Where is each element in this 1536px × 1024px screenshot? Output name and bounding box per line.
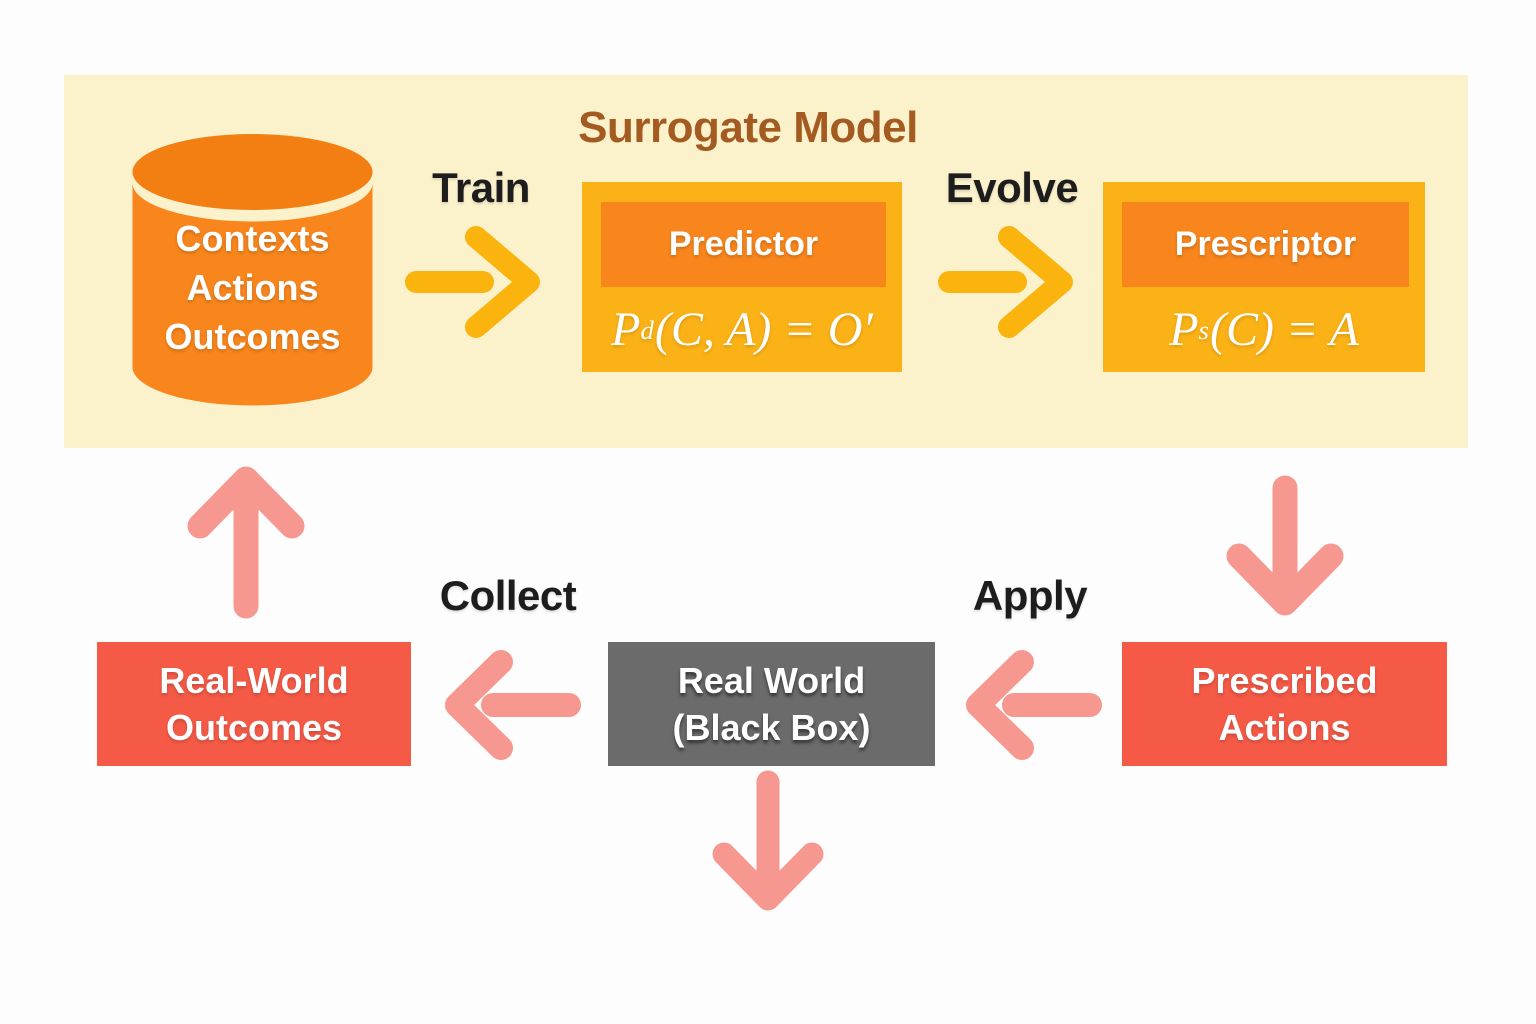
real-world-outcomes-line2: Outcomes	[165, 707, 343, 748]
database-label: Contexts Actions Outcomes	[131, 214, 374, 361]
prescribe-down-arrow-icon	[1226, 475, 1344, 616]
prescribed-actions-line2: Actions	[1218, 707, 1351, 748]
real-world-outcomes-box: Real-World Outcomes	[97, 642, 411, 766]
real-world-box: Real World (Black Box)	[608, 642, 935, 766]
predictor-title: Predictor	[601, 202, 886, 287]
real-world-line1: Real World	[677, 660, 866, 701]
prescriptor-formula-rest: (C) = A	[1209, 303, 1359, 356]
real-world-line2: (Black Box)	[672, 707, 871, 748]
predictor-formula-base: P	[611, 303, 641, 356]
evolve-label: Evolve	[945, 164, 1079, 211]
database-line-outcomes: Outcomes	[164, 316, 341, 357]
database-line-actions: Actions	[186, 267, 319, 308]
train-arrow-icon	[405, 226, 540, 338]
predictor-formula-rest: (C, A) = O′	[654, 303, 873, 356]
prescribed-actions-line1: Prescribed	[1191, 660, 1378, 701]
prescribed-actions-box: Prescribed Actions	[1122, 642, 1447, 766]
real-world-outcomes-line1: Real-World	[159, 660, 349, 701]
real-world-down-arrow-icon	[712, 770, 824, 911]
apply-left-arrow-icon	[966, 650, 1102, 760]
prescriptor-title: Prescriptor	[1122, 202, 1409, 287]
database-icon	[132, 134, 373, 406]
collect-label: Collect	[439, 572, 577, 619]
prescriptor-formula-base: P	[1169, 303, 1199, 356]
collect-up-arrow-icon	[187, 466, 305, 619]
evolve-arrow-icon	[938, 226, 1073, 338]
training-data-database: Contexts Actions Outcomes	[131, 134, 374, 408]
apply-label: Apply	[972, 572, 1088, 619]
collect-left-arrow-icon	[445, 650, 581, 760]
train-label: Train	[432, 164, 530, 211]
surrogate-model-title: Surrogate Model	[578, 103, 918, 152]
database-line-contexts: Contexts	[175, 218, 330, 259]
